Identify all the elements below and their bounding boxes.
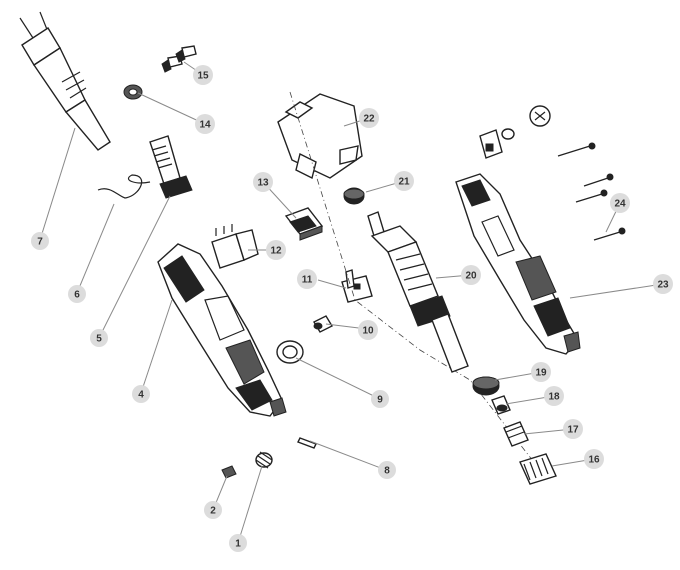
- label-5: 5: [90, 329, 108, 347]
- label-19: 19: [531, 362, 551, 382]
- svg-text:12: 12: [270, 246, 282, 257]
- svg-text:9: 9: [377, 395, 383, 406]
- part-10-small-plug: [313, 315, 333, 333]
- part-13-switch: [284, 207, 324, 241]
- svg-text:18: 18: [548, 392, 560, 403]
- part-brush-set: [479, 105, 551, 159]
- part-8-pin: [297, 437, 317, 449]
- part-15-screws: [161, 45, 197, 73]
- label-4: 4: [132, 385, 150, 403]
- part-21-bearing: [343, 187, 365, 205]
- svg-text:24: 24: [614, 199, 626, 210]
- svg-text:8: 8: [384, 466, 390, 477]
- part-18-coupling: [491, 395, 511, 415]
- svg-text:7: 7: [37, 237, 43, 248]
- svg-text:17: 17: [567, 425, 579, 436]
- label-23: 23: [653, 274, 673, 294]
- part-22-stator: [277, 93, 363, 180]
- label-20: 20: [461, 265, 481, 285]
- label-6: 6: [68, 285, 86, 303]
- svg-text:16: 16: [588, 455, 600, 466]
- part-9-bearing-ring: [276, 340, 304, 364]
- part-16-collet-nut: [519, 453, 557, 485]
- svg-text:10: 10: [362, 326, 374, 337]
- svg-text:1: 1: [235, 539, 241, 550]
- svg-text:23: 23: [657, 280, 669, 291]
- label-16: 16: [584, 449, 604, 469]
- label-8: 8: [378, 461, 396, 479]
- leader-lines: [39, 61, 664, 544]
- label-13: 13: [253, 172, 273, 192]
- label-9: 9: [371, 390, 389, 408]
- label-10: 10: [358, 320, 378, 340]
- motor-axis-line: [289, 91, 541, 471]
- label-24: 24: [610, 193, 630, 213]
- svg-text:22: 22: [363, 114, 375, 125]
- label-badges: 1 2 4 5 6 7 8 9: [31, 65, 673, 552]
- svg-text:6: 6: [74, 290, 80, 301]
- svg-text:21: 21: [398, 177, 410, 188]
- label-1: 1: [229, 534, 247, 552]
- part-11-bracket: [341, 269, 373, 303]
- part-2-small-nut: [221, 465, 237, 479]
- svg-text:20: 20: [465, 271, 477, 282]
- part-12-terminal-block: [211, 224, 259, 269]
- label-17: 17: [563, 419, 583, 439]
- svg-text:2: 2: [210, 506, 216, 517]
- part-24-screws: [557, 142, 626, 241]
- label-12: 12: [266, 240, 286, 260]
- part-5-brush-holder: [149, 135, 193, 199]
- label-15: 15: [193, 65, 213, 85]
- part-20-armature: [367, 211, 469, 373]
- part-6-spring-clip: [97, 174, 151, 199]
- part-7-plug-cord: [19, 11, 111, 151]
- label-18: 18: [544, 386, 564, 406]
- svg-text:11: 11: [302, 275, 313, 286]
- label-2: 2: [204, 501, 222, 519]
- label-21: 21: [394, 171, 414, 191]
- part-23-housing-right: [455, 173, 581, 355]
- label-11: 11: [297, 269, 317, 289]
- svg-text:14: 14: [199, 120, 211, 131]
- part-17-collet: [503, 421, 529, 447]
- label-14: 14: [195, 114, 215, 134]
- part-14-nut: [123, 84, 143, 100]
- part-1-threaded-collar: [255, 451, 273, 469]
- svg-text:13: 13: [257, 178, 269, 189]
- label-7: 7: [31, 232, 49, 250]
- svg-text:5: 5: [96, 334, 102, 345]
- part-19-bearing: [472, 376, 500, 396]
- label-22: 22: [359, 108, 379, 128]
- svg-text:19: 19: [535, 368, 547, 379]
- svg-text:4: 4: [138, 390, 144, 401]
- part-4-housing-left: [157, 243, 287, 417]
- svg-text:15: 15: [197, 71, 209, 82]
